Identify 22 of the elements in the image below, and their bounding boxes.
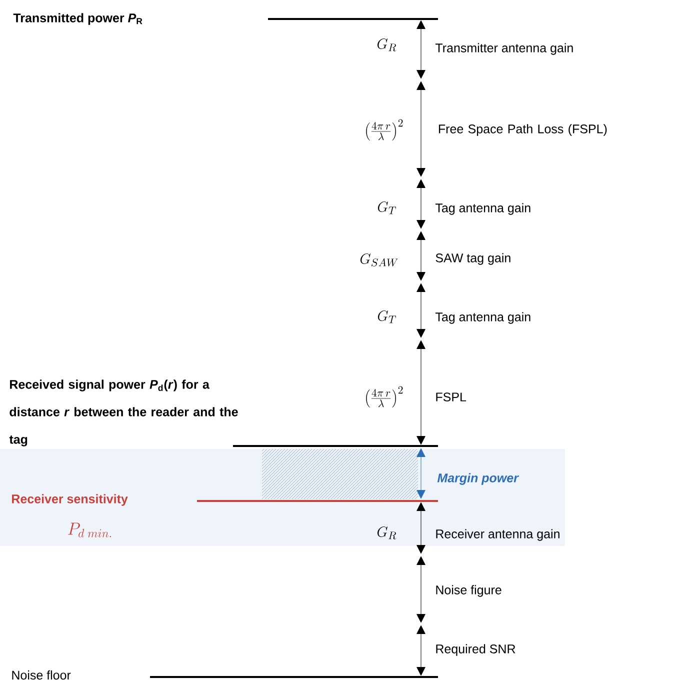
gain-symbol: $G_T$ — [378, 310, 396, 324]
gain-symbol: $G_R$ — [378, 38, 396, 52]
gain-symbol: $G_R$ — [378, 526, 396, 540]
description-label: Transmitter antenna gain — [435, 43, 573, 55]
loss-formula: $\left(\frac{4\pi\, r}{\lambda}\right)^2$ — [366, 119, 403, 140]
description-label: Required SNR — [436, 644, 516, 656]
level-label: Received signal power P$_{d}$(r) for a distance r between the reader and the tag — [9, 380, 238, 446]
description-label: SAW tag gain — [436, 253, 510, 265]
description-label: Noise figure — [436, 585, 502, 597]
level-label: Receiver sensitivity — [12, 494, 128, 506]
description-label: Tag antenna gain — [435, 203, 530, 215]
description-label: FSPL — [436, 392, 466, 402]
gain-symbol: $G_T$ — [378, 202, 396, 214]
gain-symbol: $G_{SAW}$ — [360, 254, 398, 266]
description-label: Free Space Path Loss (FSPL) — [438, 124, 607, 136]
margin-label: Margin power — [437, 473, 519, 485]
sensitivity-symbol: $P_{d\;min.}$ — [68, 522, 112, 538]
description-label: Tag antenna gain — [435, 312, 530, 324]
loss-formula: $\left(\frac{4\pi\, r}{\lambda}\right)^2$ — [366, 386, 403, 408]
level-label: Transmitted power P$_{R}$ — [13, 13, 142, 25]
description-label: Receiver antenna gain — [436, 529, 560, 541]
level-label: Noise floor — [12, 670, 71, 680]
